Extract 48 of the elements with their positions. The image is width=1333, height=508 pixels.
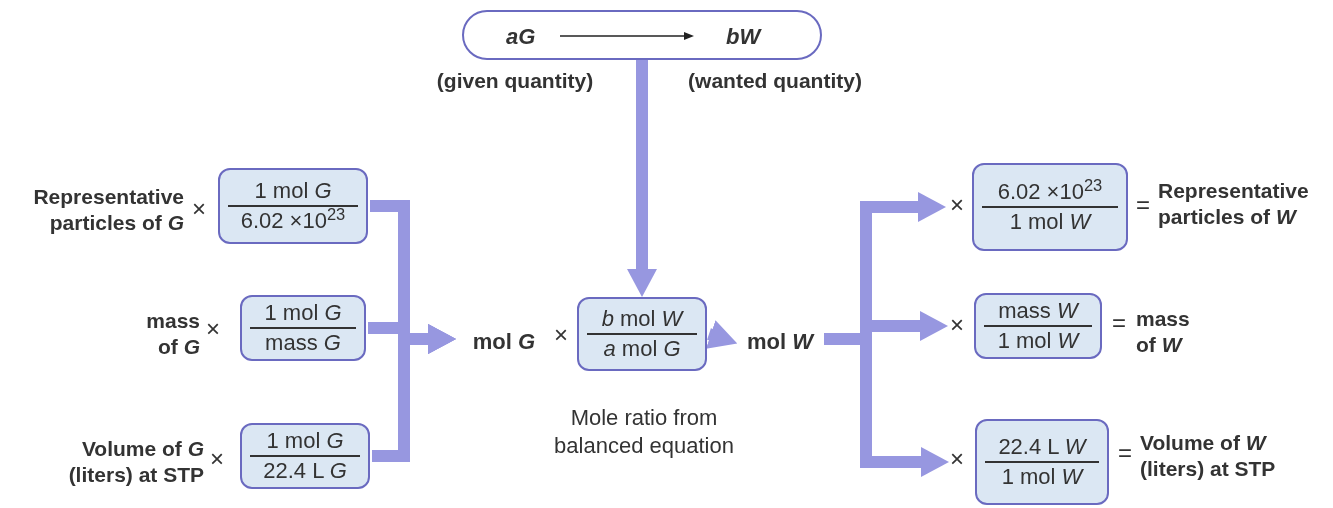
numerator: 1 mol G bbox=[264, 299, 342, 327]
denominator: 22.4 L G bbox=[263, 457, 347, 485]
fraction-box bbox=[974, 293, 1102, 359]
operator-sign: = bbox=[1117, 440, 1133, 466]
fraction-box bbox=[577, 297, 707, 371]
quantity-label: Volume of W (liters) at STP bbox=[1140, 430, 1277, 482]
equation-box bbox=[462, 10, 822, 60]
operator-sign: × bbox=[205, 316, 221, 342]
fraction-box bbox=[975, 419, 1109, 505]
operator-sign: × bbox=[949, 192, 965, 218]
quantity-label: mol W bbox=[738, 322, 822, 356]
fraction-box bbox=[240, 295, 366, 361]
fraction-box bbox=[218, 168, 368, 244]
fraction-box bbox=[972, 163, 1128, 251]
quantity-label: (wanted quantity) bbox=[687, 68, 863, 94]
numerator: 6.02 ×10$^{23}$ bbox=[997, 178, 1103, 206]
operator-sign: × bbox=[553, 322, 569, 348]
numerator: 1 mol G bbox=[266, 427, 344, 455]
numerator: b mol W bbox=[601, 305, 683, 333]
numerator: mass W bbox=[998, 297, 1078, 325]
denominator: 1 mol W bbox=[997, 327, 1079, 355]
quantity-label: mass of G bbox=[145, 308, 200, 360]
operator-sign: = bbox=[1135, 192, 1151, 218]
operator-sign: × bbox=[949, 312, 965, 338]
quantity-label: Representative particles of G bbox=[32, 184, 184, 236]
operator-sign: = bbox=[1111, 310, 1127, 336]
denominator: 1 mol W bbox=[1001, 463, 1083, 491]
arrow bbox=[627, 60, 657, 297]
numerator: 1 mol G bbox=[254, 177, 332, 205]
quantity-label: (given quantity) bbox=[435, 68, 595, 94]
arrow bbox=[706, 320, 738, 349]
equation-term: bW bbox=[726, 23, 761, 51]
denominator: mass G bbox=[265, 329, 341, 357]
quantity-label: Volume of G (liters) at STP bbox=[67, 436, 204, 488]
numerator: 22.4 L W bbox=[998, 433, 1086, 461]
quantity-label: Representative particles of W bbox=[1158, 178, 1310, 230]
fraction-box bbox=[240, 423, 370, 489]
denominator: 1 mol W bbox=[1009, 208, 1091, 236]
operator-sign: × bbox=[191, 196, 207, 222]
denominator: a mol G bbox=[603, 335, 681, 363]
operator-sign: × bbox=[209, 446, 225, 472]
annotation-text: Mole ratio from balanced equation bbox=[553, 404, 735, 460]
arrow bbox=[372, 324, 456, 462]
operator-sign: × bbox=[949, 446, 965, 472]
quantity-label: mol G bbox=[462, 322, 546, 356]
equation-term: aG bbox=[506, 23, 536, 51]
denominator: 6.02 ×10$^{23}$ bbox=[240, 207, 346, 235]
quantity-label: mass of W bbox=[1136, 306, 1191, 358]
